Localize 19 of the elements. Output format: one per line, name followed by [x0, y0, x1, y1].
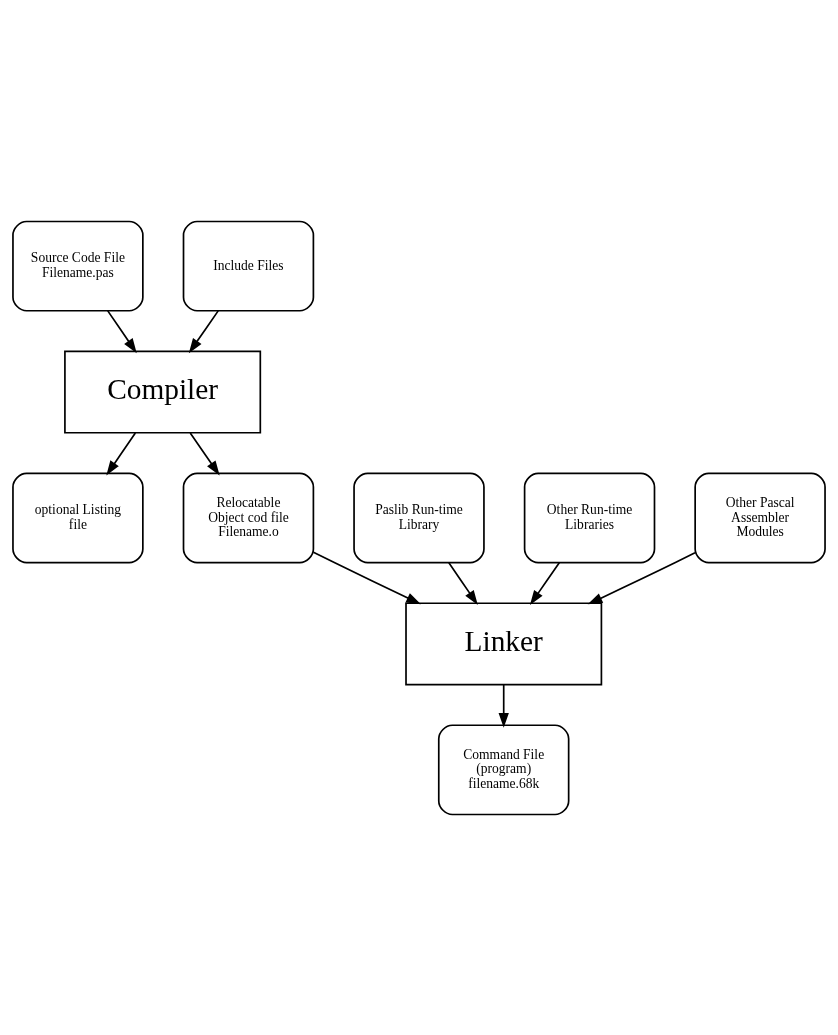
node-box: Include Files [182, 220, 315, 312]
node-box: Source Code File Filename.pas [12, 220, 144, 312]
node-box: optional Listing file [12, 472, 144, 563]
node-box: Other Run-time Libraries [523, 472, 656, 563]
arrow [106, 309, 137, 353]
arrow [587, 551, 696, 604]
arrow [312, 550, 421, 604]
node-box: Paslib Run-time Library [353, 472, 485, 563]
node-box: Linker [405, 601, 603, 685]
arrow [188, 309, 220, 353]
node-box: Command File (program) filename.68k [437, 723, 570, 815]
arrow [189, 431, 220, 475]
arrow [448, 561, 478, 605]
arrow [498, 683, 509, 728]
arrow [529, 561, 561, 605]
arrow [106, 431, 137, 475]
node-box: Compiler [64, 350, 262, 434]
node-box: Other Pascal Assembler Modules [694, 472, 826, 563]
node-box: Relocatable Object cod file Filename.o [182, 472, 315, 563]
